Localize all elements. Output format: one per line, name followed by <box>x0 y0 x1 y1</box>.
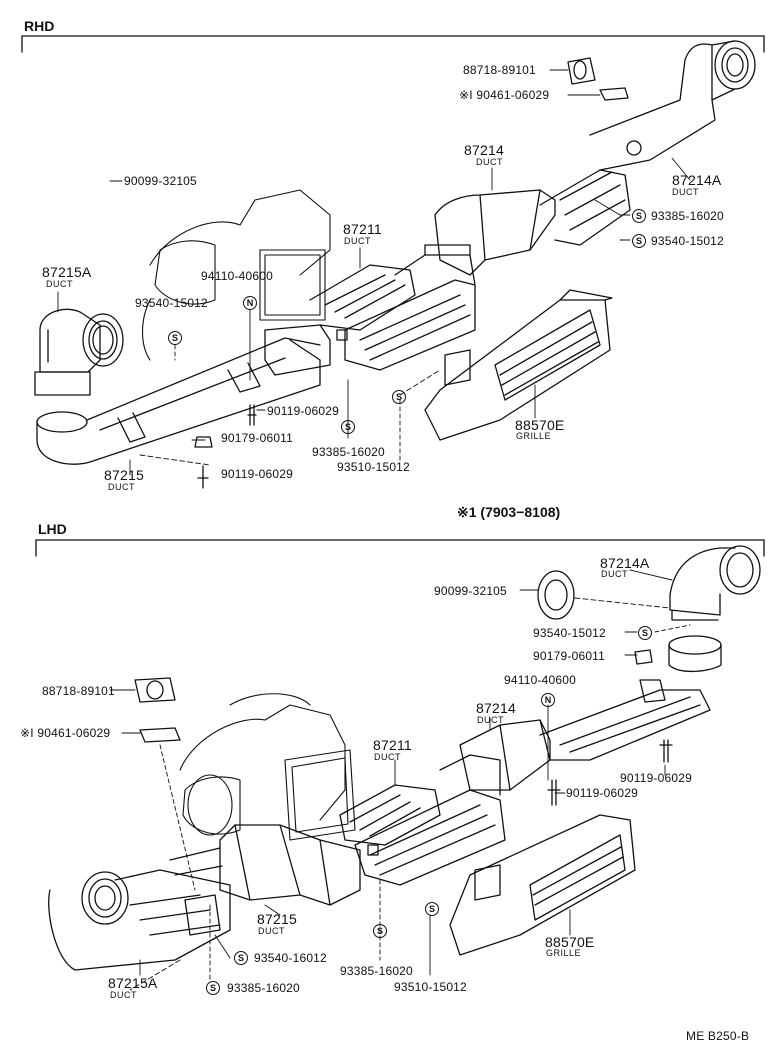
lhd-duct-87215 <box>169 824 361 906</box>
lhd-leaders <box>109 569 691 991</box>
lhd-part-87211: 87211 <box>373 737 412 753</box>
section-rhd-label: RHD <box>24 18 55 34</box>
lhd-part-90119-06029-b: 90119-06029 <box>566 786 639 800</box>
rhd-part-87211: 87211 <box>343 221 382 237</box>
rhd-s-marker-3: S <box>168 331 182 345</box>
lhd-part-87214-desc: DUCT <box>477 715 504 725</box>
rhd-s-marker-4: S <box>392 390 406 404</box>
lhd-part-88718-89101: 88718-89101 <box>42 684 115 698</box>
rhd-part-88570E: 88570E <box>515 417 565 433</box>
lhd-s-marker-5: S <box>206 981 220 995</box>
rhd-part-88570E-desc: GRILLE <box>516 431 552 441</box>
section-lhd-label: LHD <box>38 521 67 537</box>
lhd-part-88570E-desc: GRILLE <box>546 948 582 958</box>
rhd-heater-unit <box>142 189 331 361</box>
lhd-part-87215-desc: DUCT <box>258 926 285 936</box>
rhd-duct-87211 <box>264 244 476 376</box>
lhd-n-marker: N <box>541 693 555 707</box>
rhd-part-90099-32105: 90099-32105 <box>124 174 197 188</box>
rhd-duct-87214 <box>434 169 631 276</box>
rhd-part-93540-15012-a: 93540-15012 <box>651 234 724 248</box>
lhd-part-93540-15012: 93540-15012 <box>533 626 606 640</box>
lhd-s-marker-2: S <box>425 902 439 916</box>
rhd-part-93540-15012-b: 93540-15012 <box>135 296 208 310</box>
lhd-part-93540-16012: 93540-16012 <box>254 951 327 965</box>
rhd-part-90179-06011: 90179-06011 <box>221 431 294 445</box>
rhd-part-87214A: 87214A <box>672 172 722 188</box>
rhd-s-marker-1: S <box>632 209 646 223</box>
rhd-duct-87215A <box>34 308 124 396</box>
rhd-part-90461-06029: ※I 90461-06029 <box>459 88 550 102</box>
lhd-part-93385-16020-a: 93385-16020 <box>340 964 413 978</box>
lhd-part-87214A-desc: DUCT <box>601 569 628 579</box>
lhd-part-87215A: 87215A <box>108 975 158 991</box>
lhd-part-93510-15012: 93510-15012 <box>394 980 467 994</box>
lhd-part-94110-40600: 94110-40600 <box>504 673 577 687</box>
lhd-heater-unit <box>179 693 356 841</box>
rhd-part-88718-89101: 88718-89101 <box>463 63 536 77</box>
rhd-leaders <box>57 69 691 476</box>
rhd-part-93510-15012: 93510-15012 <box>337 460 410 474</box>
rhd-fasteners <box>194 57 629 489</box>
rhd-part-93385-16020-b: 93385-16020 <box>312 445 385 459</box>
lhd-duct-87215A <box>48 869 231 971</box>
lhd-part-87211-desc: DUCT <box>374 752 401 762</box>
lhd-part-88570E: 88570E <box>545 934 595 950</box>
rhd-part-87214: 87214 <box>464 142 504 158</box>
lhd-part-90179-06011: 90179-06011 <box>533 649 606 663</box>
rhd-frame <box>21 35 765 53</box>
lhd-duct-87214A <box>668 545 761 673</box>
lhd-part-87214: 87214 <box>476 700 516 716</box>
lhd-fasteners <box>134 649 673 806</box>
rhd-part-90119-06029-b: 90119-06029 <box>221 467 294 481</box>
lhd-part-90461-06029: ※I 90461-06029 <box>20 726 111 740</box>
rhd-part-90119-06029-a: 90119-06029 <box>267 404 340 418</box>
lhd-part-87215A-desc: DUCT <box>110 990 137 1000</box>
lhd-grille-88570E <box>449 814 636 956</box>
lhd-duct-87214 <box>459 679 711 791</box>
rhd-part-94110-40600: 94110-40600 <box>201 269 274 283</box>
lhd-duct-87211 <box>339 754 506 886</box>
rhd-part-87215-desc: DUCT <box>108 482 135 492</box>
rhd-duct-87214A <box>589 40 756 171</box>
rhd-part-87215: 87215 <box>104 467 144 483</box>
rhd-part-87214A-desc: DUCT <box>672 187 699 197</box>
rhd-grille-88570E <box>424 289 613 441</box>
rhd-duct-87215 <box>36 337 321 465</box>
lhd-part-90119-06029-a: 90119-06029 <box>620 771 693 785</box>
lhd-s-marker-3: S <box>373 924 387 938</box>
lhd-s-marker-4: S <box>234 951 248 965</box>
rhd-part-87214-desc: DUCT <box>476 157 503 167</box>
diagram-code: ME B250-B <box>686 1029 750 1043</box>
lhd-frame <box>35 539 765 557</box>
lhd-seal-90099 <box>537 570 575 620</box>
lhd-part-93385-16020-b: 93385-16020 <box>227 981 300 995</box>
production-range-note: ※1 (7903−8108) <box>457 504 561 520</box>
lhd-part-87215: 87215 <box>257 911 297 927</box>
lhd-s-marker-1: S <box>638 626 652 640</box>
lhd-part-87214A: 87214A <box>600 555 650 571</box>
rhd-s-marker-2: S <box>632 234 646 248</box>
rhd-part-87215A-desc: DUCT <box>46 279 73 289</box>
rhd-part-87211-desc: DUCT <box>344 236 371 246</box>
rhd-part-87215A: 87215A <box>42 264 92 280</box>
rhd-s-marker-5: S <box>341 420 355 434</box>
lhd-part-90099-32105: 90099-32105 <box>434 584 507 598</box>
rhd-n-marker: N <box>243 296 257 310</box>
rhd-part-93385-16020-a: 93385-16020 <box>651 209 724 223</box>
